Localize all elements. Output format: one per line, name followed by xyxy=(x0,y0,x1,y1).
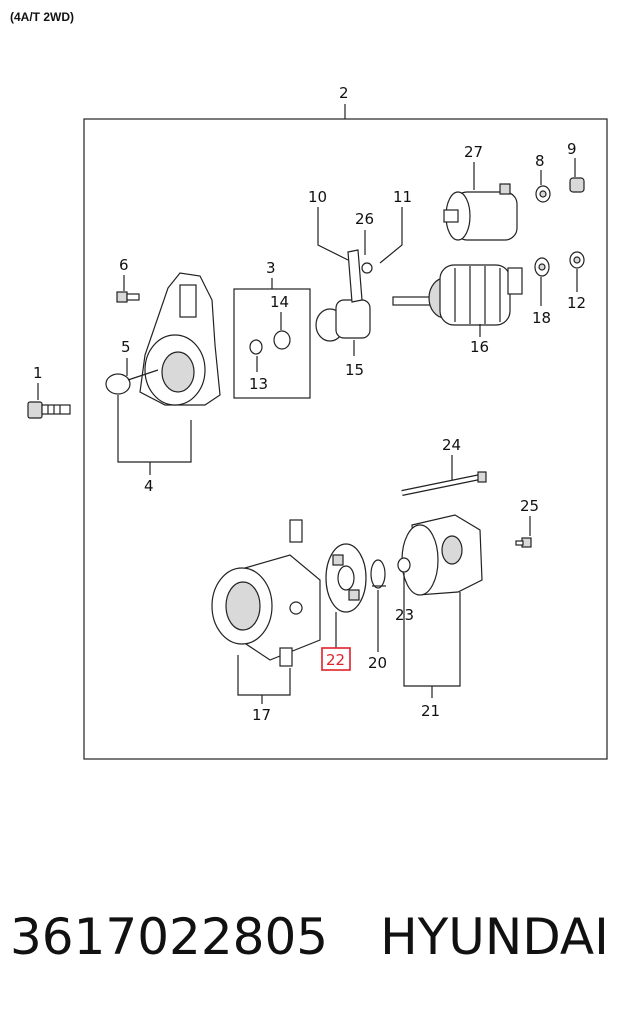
highlight-box-22 xyxy=(321,647,351,671)
brand-name: HYUNDAI xyxy=(380,908,609,966)
through-bolt-part-24 xyxy=(401,471,487,496)
callout-14[interactable]: 14 xyxy=(270,293,289,311)
callout-8[interactable]: 8 xyxy=(535,152,545,170)
callout-9[interactable]: 9 xyxy=(567,140,577,158)
callout-20[interactable]: 20 xyxy=(368,654,387,672)
bolt-part-1 xyxy=(27,401,71,419)
front-housing-part-4 xyxy=(105,272,221,406)
callout-12[interactable]: 12 xyxy=(567,294,586,312)
assembly-frame xyxy=(83,118,608,760)
part-number: 3617022805 xyxy=(10,908,329,966)
callout-17[interactable]: 17 xyxy=(252,706,271,724)
rear-cover-part-21 xyxy=(397,514,483,596)
callout-27[interactable]: 27 xyxy=(464,143,483,161)
bolt-part-6 xyxy=(116,291,140,303)
callout-1[interactable]: 1 xyxy=(33,364,43,382)
callout-3[interactable]: 3 xyxy=(266,259,276,277)
callout-15[interactable]: 15 xyxy=(345,361,364,379)
callout-11[interactable]: 11 xyxy=(393,188,412,206)
callout-16[interactable]: 16 xyxy=(470,338,489,356)
callout-5[interactable]: 5 xyxy=(121,338,131,356)
callout-2[interactable]: 2 xyxy=(339,84,349,102)
callout-21[interactable]: 21 xyxy=(421,702,440,720)
callout-26[interactable]: 26 xyxy=(355,210,374,228)
callout-13[interactable]: 13 xyxy=(249,375,268,393)
callout-24[interactable]: 24 xyxy=(442,436,461,454)
armature-part-16 xyxy=(392,264,523,326)
brush-spring-part-20 xyxy=(370,559,386,589)
pinion-part-15 xyxy=(315,249,373,342)
callout-23[interactable]: 23 xyxy=(395,606,414,624)
callout-18[interactable]: 18 xyxy=(532,309,551,327)
callout-10[interactable]: 10 xyxy=(308,188,327,206)
footer-part-number-brand: 3617022805 HYUNDAI xyxy=(10,908,609,966)
brush-holder-part-22 xyxy=(325,543,367,613)
diagram-subtitle: (4A/T 2WD) xyxy=(10,10,74,24)
solenoid-part-27 xyxy=(443,183,518,241)
callout-6[interactable]: 6 xyxy=(119,256,129,274)
callout-25[interactable]: 25 xyxy=(520,497,539,515)
yoke-part-17 xyxy=(211,519,321,667)
callout-4[interactable]: 4 xyxy=(144,477,154,495)
callout-22[interactable]: 22 xyxy=(326,651,345,669)
